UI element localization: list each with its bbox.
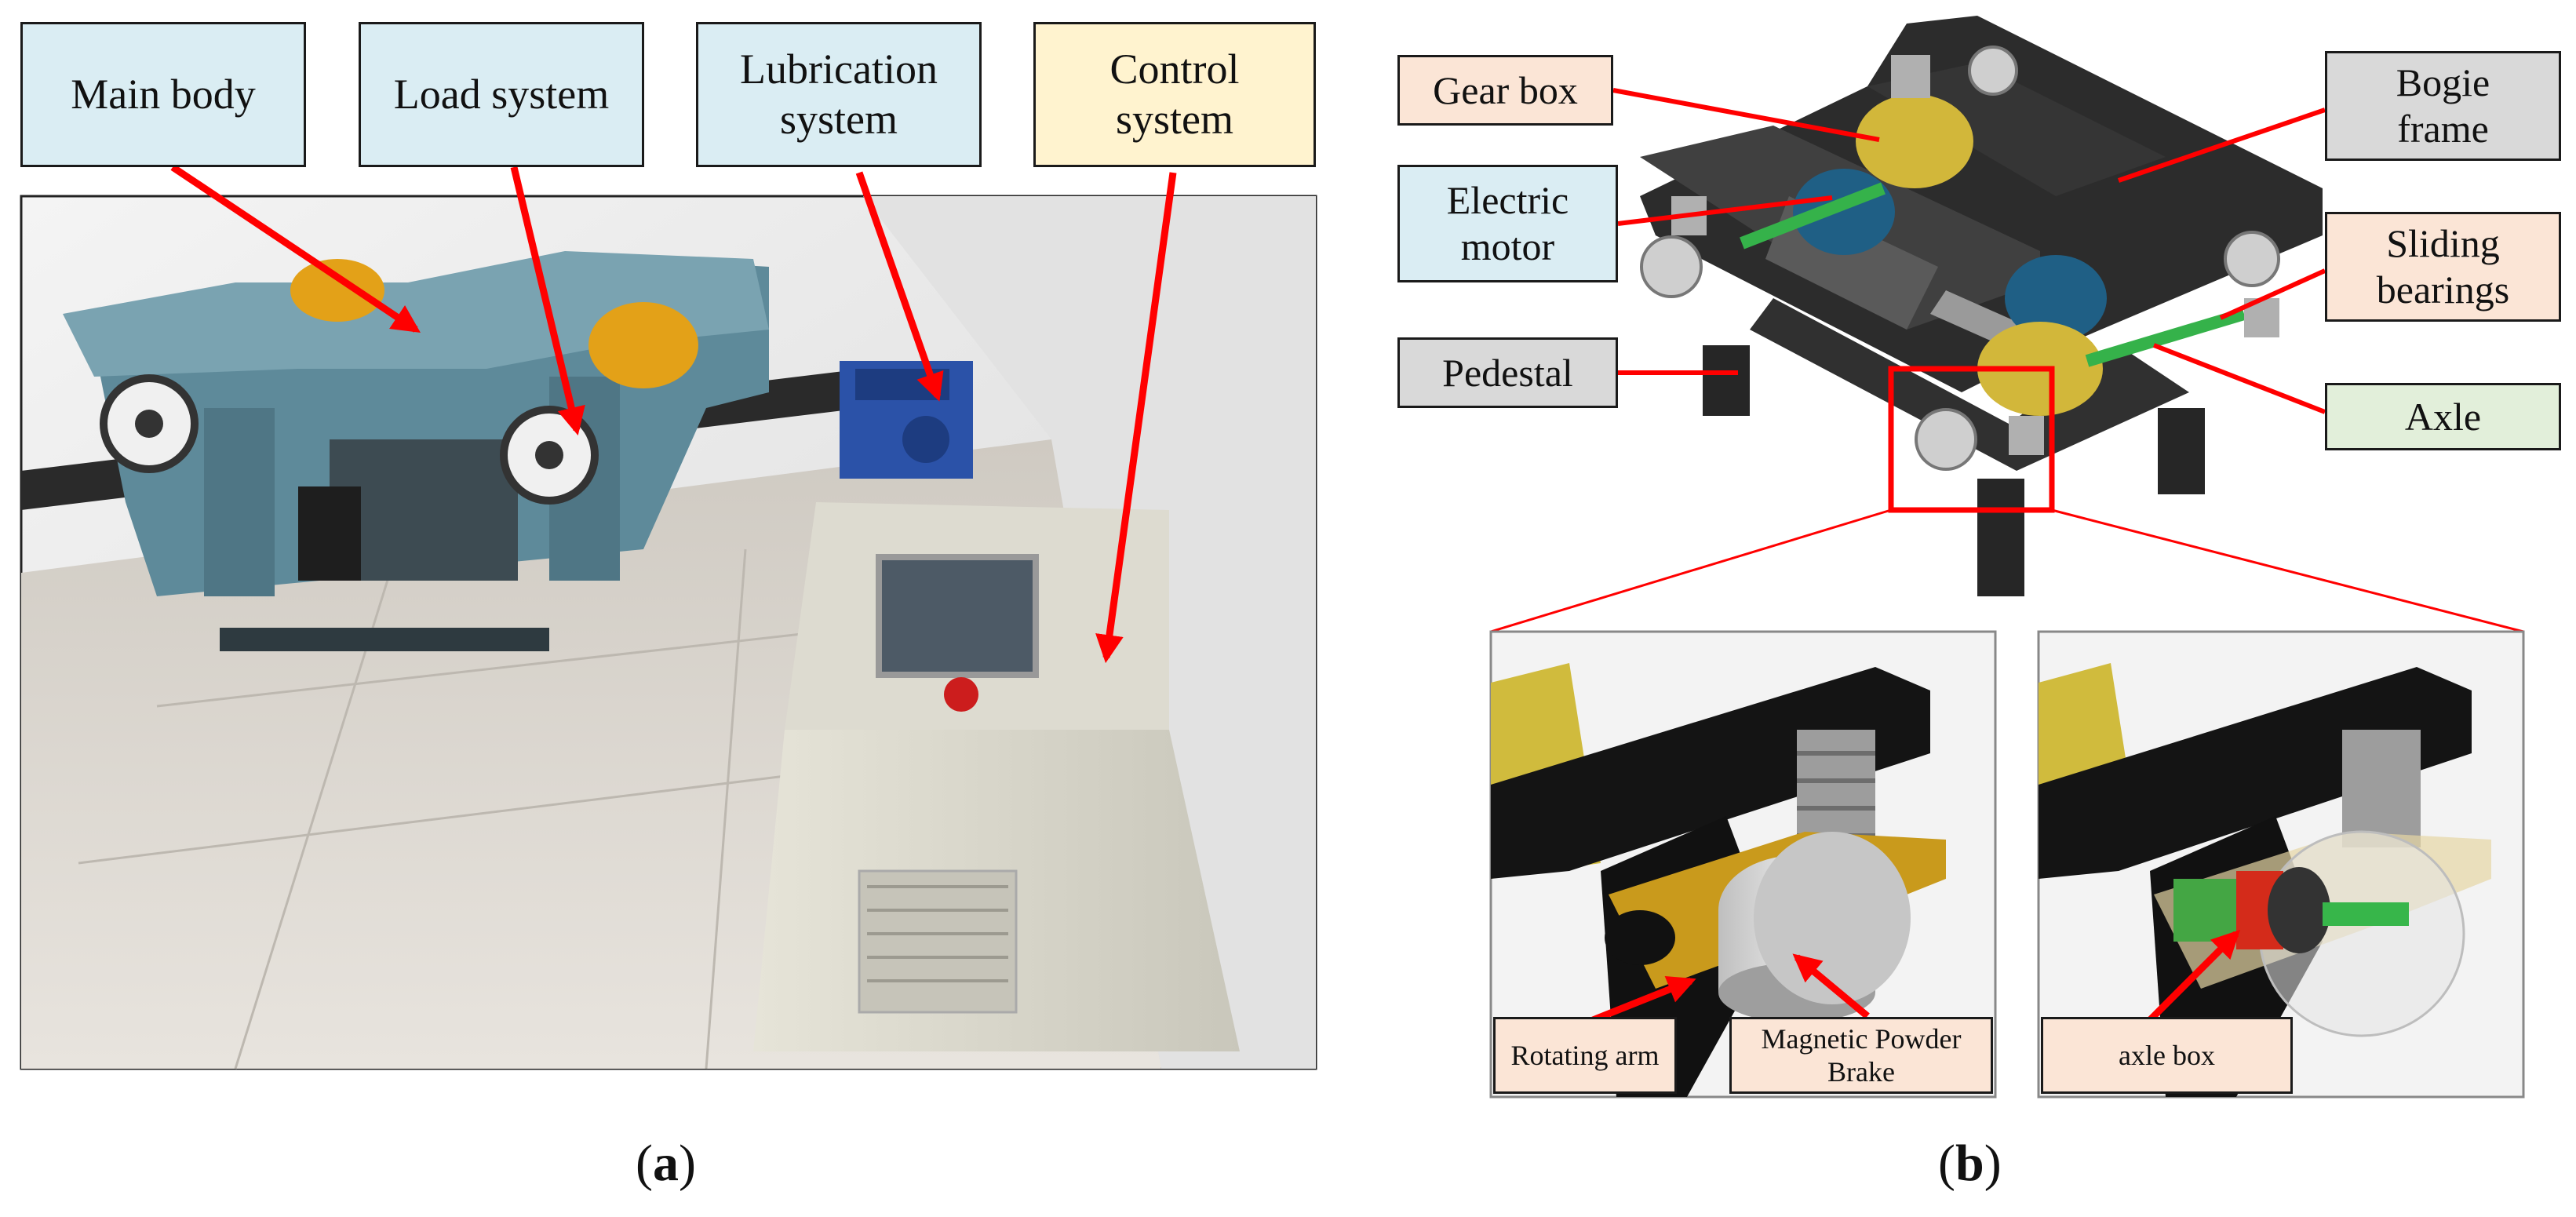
label-magnetic-powder-brake: Magnetic Powder Brake <box>1729 1017 1993 1094</box>
cad-brakes <box>1640 46 2280 471</box>
label-main-body: Main body <box>20 22 306 167</box>
caption-a: (a) <box>636 1135 696 1192</box>
panel-b-pointer-lines <box>1612 88 2326 414</box>
label-load-system: Load system <box>359 22 644 167</box>
lubrication-unit <box>840 361 973 479</box>
label-rotating-arm: Rotating arm <box>1493 1017 1677 1094</box>
label-gear-box: Gear box <box>1397 55 1613 126</box>
label-pedestal: Pedestal <box>1397 337 1618 408</box>
label-sliding-bearings: Sliding bearings <box>2325 212 2561 322</box>
zoom-arrows <box>1591 929 2241 1024</box>
caption-b: (b) <box>1938 1135 2002 1192</box>
label-axle-box: axle box <box>2041 1017 2293 1094</box>
panel-a-arrows <box>170 164 1177 664</box>
cad-axles <box>1740 182 2246 367</box>
control-cabinet <box>753 502 1240 1051</box>
label-electric-motor: Electric motor <box>1397 165 1618 282</box>
label-axle: Axle <box>2325 383 2561 450</box>
label-control-system: Control system <box>1033 22 1316 167</box>
label-lubrication-system: Lubrication system <box>696 22 982 167</box>
photo-test-rig <box>20 195 1317 1070</box>
zoom-highlight-box <box>1888 366 2055 513</box>
zoom-callout-lines <box>1490 508 2524 633</box>
label-bogie-frame: Bogie frame <box>2325 51 2561 161</box>
